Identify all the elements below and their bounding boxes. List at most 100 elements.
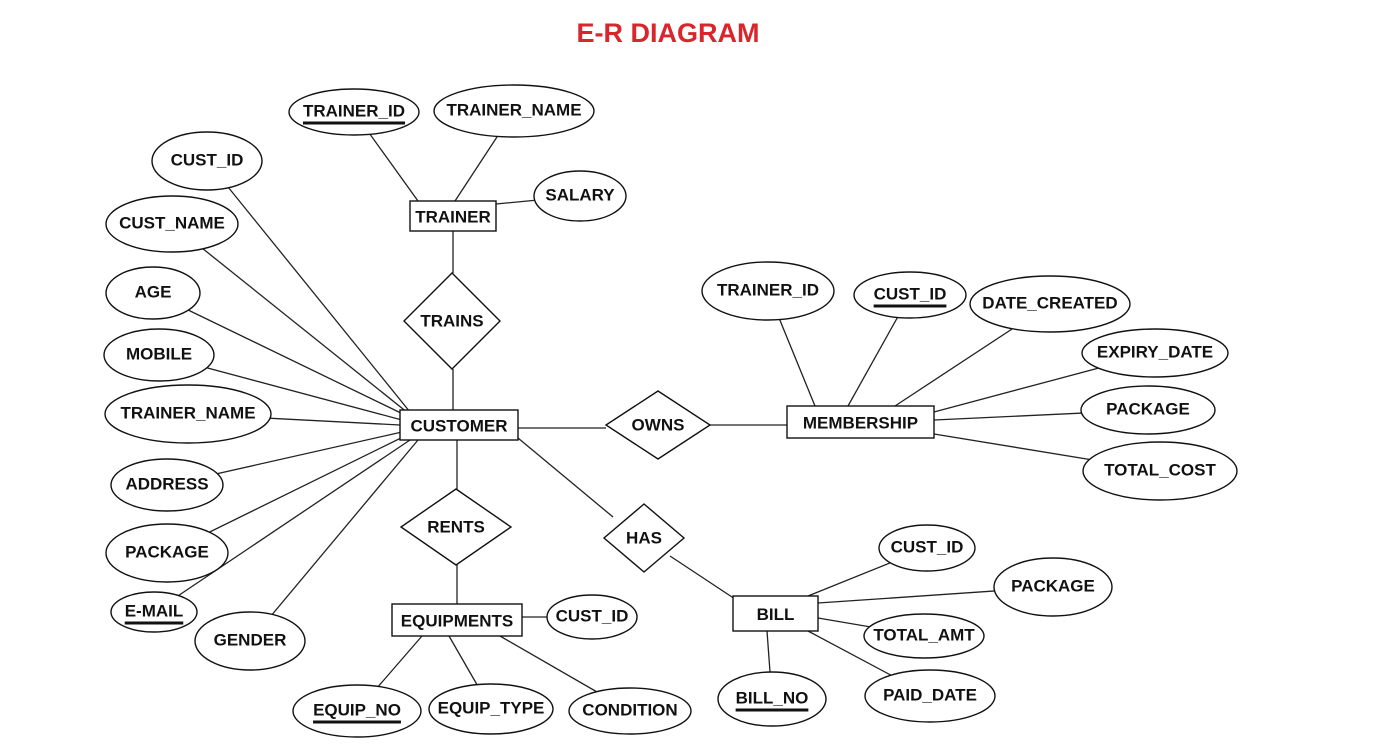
attribute-membership_total_cost: TOTAL_COST [1082,441,1238,501]
entity-label: EQUIPMENTS [401,612,513,631]
attribute-label: PACKAGE [125,543,209,562]
attribute-ellipse [993,557,1113,617]
attribute-membership_expiry_date: EXPIRY_DATE [1081,328,1229,378]
relationship-has: HAS [602,503,686,573]
attribute-customer_email: E-MAIL [110,591,198,633]
attribute-label: EQUIP_NO [313,701,401,720]
attribute-label: MOBILE [126,345,192,364]
attribute-ellipse [103,328,215,382]
attribute-customer_mobile: MOBILE [103,328,215,382]
attribute-label: CUST_ID [556,607,629,626]
attribute-bill_paid_date: PAID_DATE [864,669,996,723]
attribute-equipments_equip_type: EQUIP_TYPE [428,683,554,735]
entity-bill: BILL [732,595,819,632]
attribute-ellipse [701,261,835,321]
attribute-customer_cust_id: CUST_ID [151,131,263,191]
relationship-diamond [604,390,712,460]
attribute-ellipse [878,524,976,572]
attr-link-customer_age [152,292,406,416]
relationship-label: HAS [626,529,662,548]
attribute-equipments_cust_id: CUST_ID [546,594,638,640]
relationship-diamond [403,272,501,370]
attribute-label: AGE [135,283,172,302]
attribute-customer_gender: GENDER [194,611,306,671]
attribute-label: CUST_ID [874,285,947,304]
attribute-label: TRAINER_ID [717,281,819,300]
attribute-ellipse [428,683,554,735]
attribute-ellipse [292,684,422,738]
entity-membership: MEMBERSHIP [786,405,935,439]
attribute-bill_cust_id: CUST_ID [878,524,976,572]
attribute-label: DATE_CREATED [982,294,1117,313]
attribute-ellipse [969,275,1131,333]
attribute-equipments_condition: CONDITION [568,687,692,735]
entity-box [399,409,519,441]
entity-equipments: EQUIPMENTS [391,603,523,637]
attribute-membership_trainer_id: TRAINER_ID [701,261,835,321]
entity-trainer: TRAINER [409,200,497,232]
attribute-trainer_salary: SALARY [533,170,627,222]
attribute-label: TRAINER_NAME [120,404,255,423]
relationship-rents: RENTS [399,488,513,566]
attribute-ellipse [863,613,985,659]
attr-link-customer_gender [249,439,419,642]
attr-link-customer_email [153,439,411,613]
attribute-ellipse [105,195,239,253]
diagram-title: E-R DIAGRAM [577,18,760,48]
attribute-customer_package: PACKAGE [105,523,229,583]
attribute-ellipse [1081,328,1229,378]
relationship-diamond [602,503,686,573]
attribute-label: TOTAL_AMT [873,626,975,645]
connector-lines [152,110,1161,712]
attribute-label: TOTAL_COST [1104,461,1216,480]
link-has-bill [669,555,736,600]
attribute-ellipse [546,594,638,640]
attribute-membership_cust_id: CUST_ID [853,271,967,319]
attribute-ellipse [568,687,692,735]
attribute-ellipse [533,170,627,222]
attribute-bill_total_amt: TOTAL_AMT [863,613,985,659]
attribute-bill_package: PACKAGE [993,557,1113,617]
attribute-customer_trainer_name: TRAINER_NAME [104,384,272,444]
attribute-ellipse [105,266,201,320]
attribute-equipments_equip_no: EQUIP_NO [292,684,422,738]
attribute-label: E-MAIL [125,602,184,621]
link-customer-has [517,437,614,518]
entity-box [391,603,523,637]
diagram-nodes: TRAINER CUSTOMER MEMBERSHIP EQUIPMENTS BILL T… [103,84,1238,738]
attr-link-customer_cust_id [206,160,411,413]
attribute-label: TRAINER_NAME [446,101,581,120]
attribute-label: PACKAGE [1011,577,1095,596]
attribute-ellipse [110,458,224,512]
entity-box [786,405,935,439]
attribute-label: SALARY [545,186,615,205]
attribute-ellipse [194,611,306,671]
entity-customer: CUSTOMER [399,409,519,441]
attribute-customer_age: AGE [105,266,201,320]
attr-link-customer_cust_name [171,223,409,414]
attribute-ellipse [717,671,827,727]
attribute-label: CUST_ID [171,151,244,170]
attribute-label: PAID_DATE [883,686,977,705]
attribute-label: EXPIRY_DATE [1097,343,1213,362]
attribute-ellipse [104,384,272,444]
attribute-label: EQUIP_TYPE [438,699,545,718]
attribute-ellipse [1080,385,1216,435]
attribute-customer_cust_name: CUST_NAME [105,195,239,253]
entity-label: TRAINER [415,208,491,227]
entity-box [732,595,819,632]
attribute-ellipse [151,131,263,191]
relationship-owns: OWNS [604,390,712,460]
relationship-label: OWNS [632,416,685,435]
attribute-ellipse [105,523,229,583]
attribute-label: CUST_NAME [119,214,225,233]
attribute-label: BILL_NO [736,689,809,708]
relationship-diamond [399,488,513,566]
entity-label: CUSTOMER [411,417,508,436]
attribute-label: GENDER [214,631,287,650]
attribute-ellipse [1082,441,1238,501]
attribute-label: CONDITION [582,701,677,720]
attribute-label: CUST_ID [891,538,964,557]
relationship-label: TRAINS [420,312,483,331]
attribute-ellipse [864,669,996,723]
